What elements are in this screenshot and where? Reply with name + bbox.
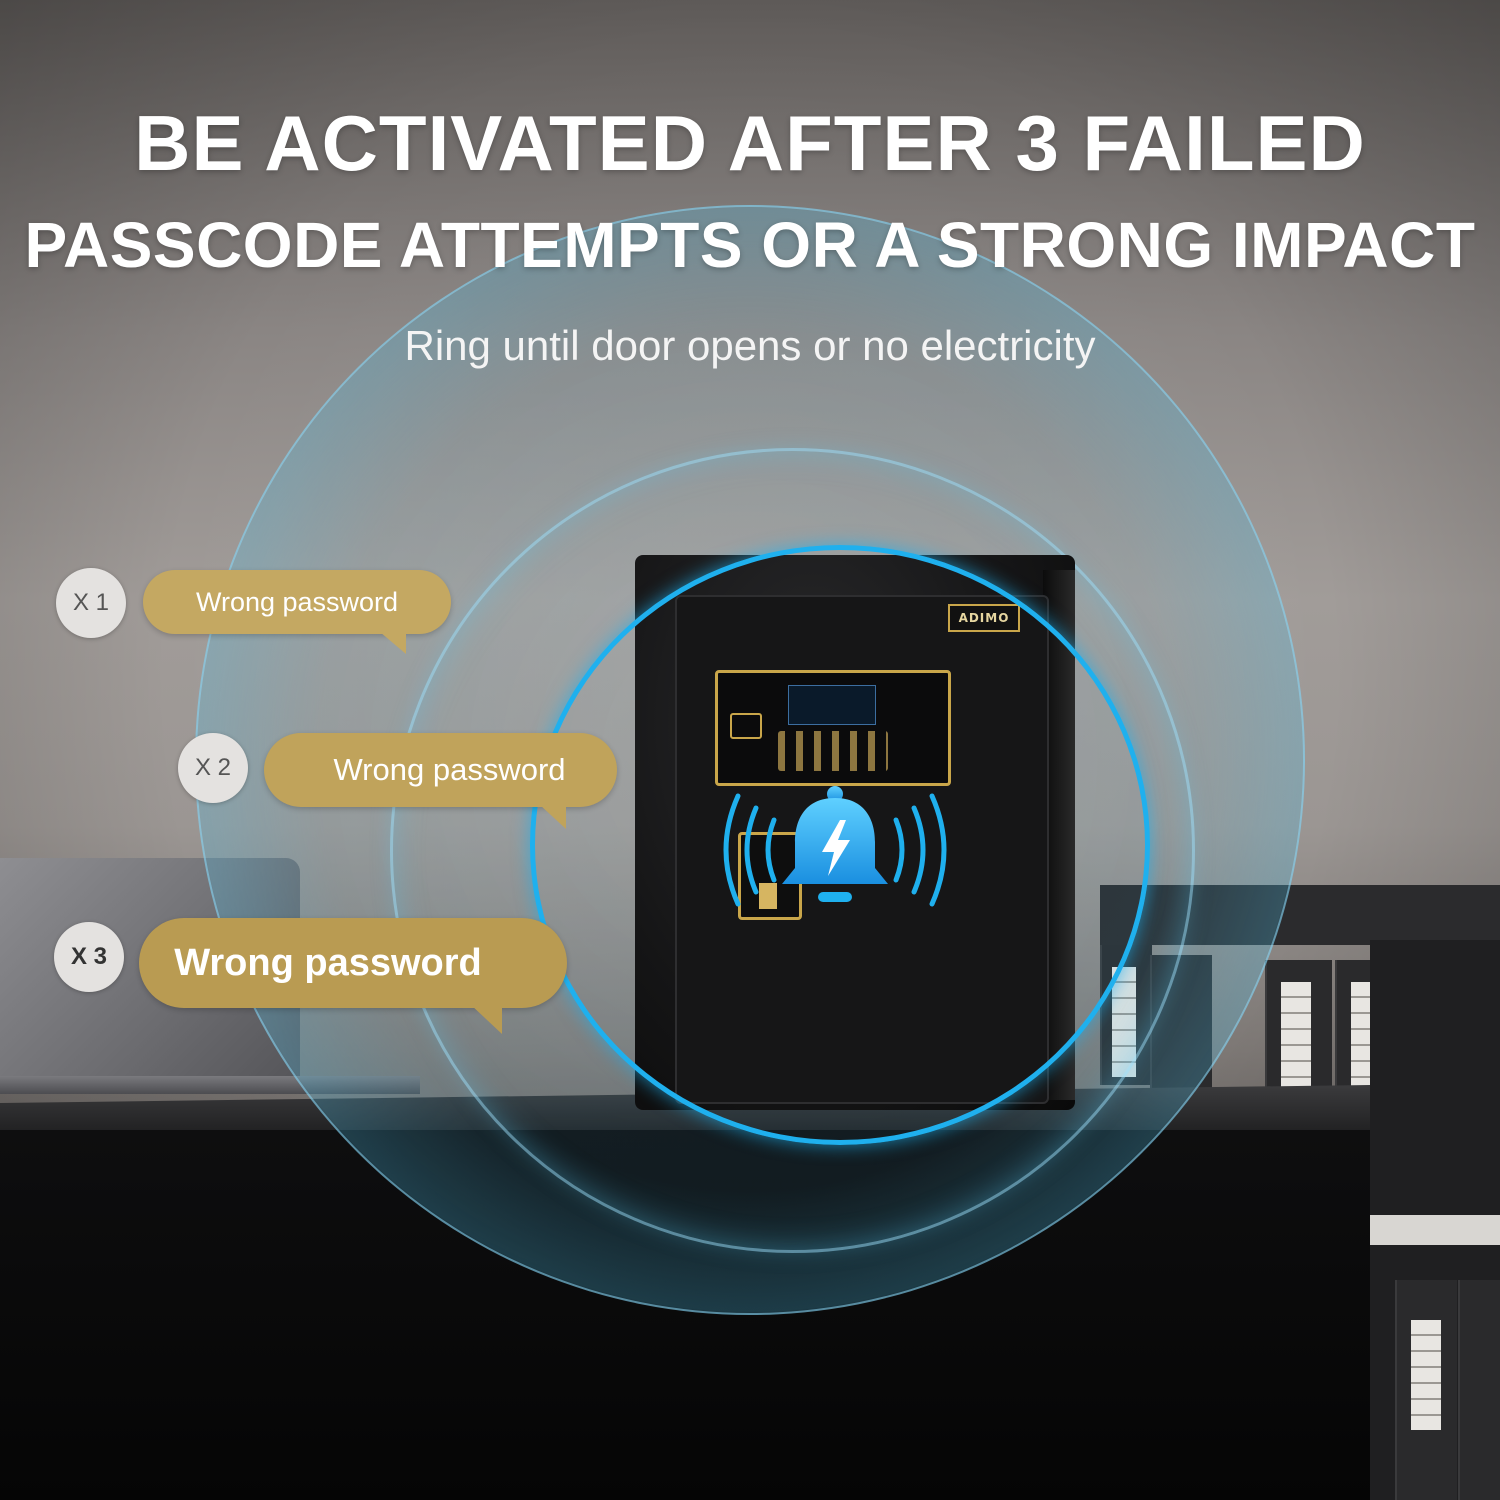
shelf-board — [1370, 1215, 1500, 1245]
alarm-ring-middle — [390, 448, 1195, 1253]
attempt-message-2: Wrong password — [333, 752, 566, 787]
bell-alarm-icon — [723, 786, 947, 907]
subtitle: Ring until door opens or no electricity — [404, 322, 1096, 369]
headline-line-2: PASSCODE ATTEMPTS OR A STRONG IMPACT — [24, 209, 1476, 281]
attempt-bubble-1: Wrong password — [143, 570, 451, 634]
attempt-message-3: Wrong password — [174, 941, 482, 984]
sound-wave-icon — [723, 793, 947, 907]
attempt-bubble-3-tail — [470, 1004, 502, 1034]
attempt-bubble-2-tail — [540, 805, 566, 829]
alarm-ring-inner — [530, 545, 1150, 1145]
attempt-bubble-3: Wrong password — [139, 918, 567, 1008]
binder — [1395, 1280, 1457, 1500]
attempt-count-3: X 3 — [54, 922, 124, 992]
attempt-bubble-2: Wrong password — [264, 733, 617, 807]
headline-line-1: BE ACTIVATED AFTER 3 FAILED — [134, 99, 1366, 187]
attempt-count-2: X 2 — [178, 733, 248, 803]
binder — [1458, 1280, 1500, 1500]
attempt-message-1: Wrong password — [195, 586, 399, 617]
lightning-icon — [822, 820, 850, 876]
attempt-count-1: X 1 — [56, 568, 126, 638]
attempt-bubble-1-tail — [380, 632, 406, 654]
